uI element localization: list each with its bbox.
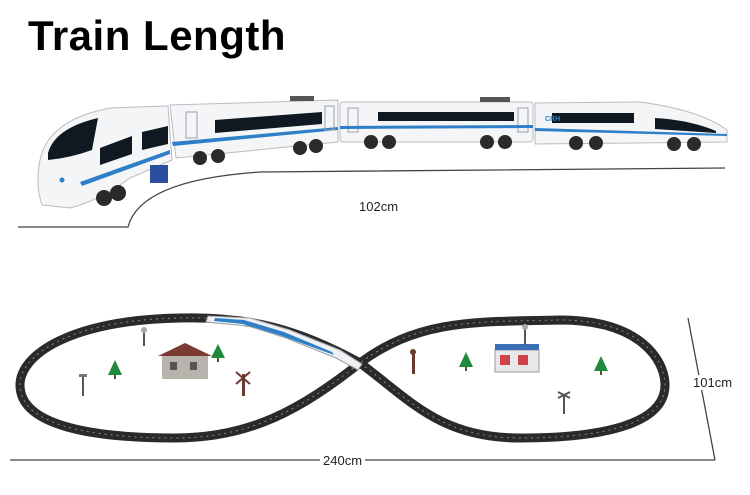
lamp-1 xyxy=(79,374,87,396)
house-model xyxy=(158,343,212,379)
tree-1 xyxy=(108,360,122,379)
svg-text:CRH: CRH xyxy=(545,116,560,123)
train-car-2 xyxy=(169,96,339,165)
train-length-label: 102cm xyxy=(356,199,402,214)
signal-1 xyxy=(141,327,147,346)
lamp-2 xyxy=(557,391,571,414)
train-length-guide-line xyxy=(18,167,726,228)
train-car-3 xyxy=(339,97,534,149)
figure-eight-track xyxy=(15,313,670,443)
track-train xyxy=(205,315,363,371)
tree-3 xyxy=(459,352,473,371)
track-width-label: 240cm xyxy=(320,453,366,468)
train-locomotive xyxy=(37,105,173,209)
signal-2 xyxy=(522,324,528,345)
scenery xyxy=(79,324,608,414)
tree-4 xyxy=(594,356,608,375)
track-depth-label: 101cm xyxy=(690,375,736,390)
train: CRH xyxy=(37,96,728,209)
tree-2 xyxy=(211,344,225,362)
train-car-tail: CRH xyxy=(534,101,728,151)
station-model xyxy=(494,344,540,373)
page-title: Train Length xyxy=(28,12,286,59)
figure-2 xyxy=(410,349,416,374)
figure-1 xyxy=(235,371,251,396)
